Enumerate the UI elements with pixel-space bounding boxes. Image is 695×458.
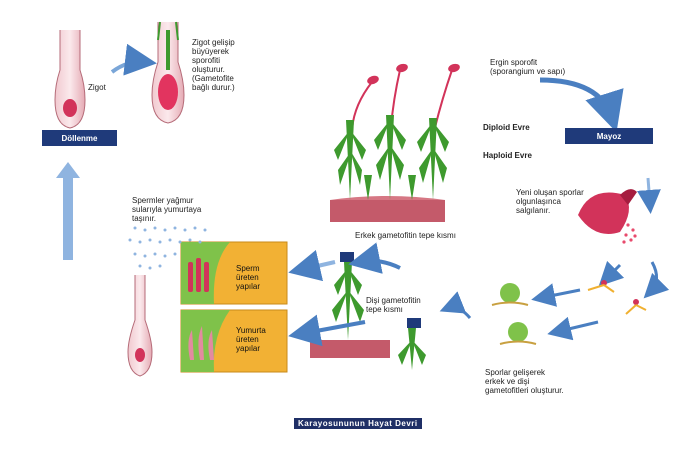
disi-gametofit-label: Dişi gametofitin tepe kısmı: [366, 296, 421, 314]
arrow-icon: [547, 316, 599, 341]
spore-icon: [587, 280, 647, 315]
archegonium-icon: [127, 275, 153, 377]
arrow-icon: [643, 261, 670, 299]
dollenme-label: Döllenme: [61, 133, 98, 143]
developing-sporophyte-icon: [151, 21, 185, 124]
yeni-olusan-label: Yeni oluşan sporlar olgunlaşınca salgıla…: [516, 188, 584, 215]
arrow-icon: [598, 260, 625, 287]
female-gametophyte-icon: [398, 291, 472, 370]
spore-capsule-icon: [578, 189, 637, 244]
dollenme-bar: [42, 130, 117, 146]
yumurta-ureten-label: Yumurta üreten yapılar: [236, 326, 266, 353]
protonema-icon: [491, 283, 537, 345]
erkek-gametofit-label: Erkek gametofitin tepe kısmı: [355, 231, 456, 240]
arrow-icon: [348, 242, 401, 274]
arrow-icon: [531, 283, 581, 307]
sporlar-gelisir-label: Sporlar gelişerek erkek ve dişi gametofi…: [485, 368, 564, 395]
arrow-icon: [288, 249, 336, 282]
archegonium-zygote-icon: [54, 30, 86, 129]
arrow-icon: [288, 314, 366, 347]
mayoz-label: Mayoz: [596, 131, 622, 141]
diploid-evre-label: Diploid Evre: [483, 123, 530, 132]
haploid-evre-label: Haploid Evre: [483, 151, 532, 160]
raindrop-icon: [128, 226, 207, 270]
arrow-icon: [539, 77, 624, 133]
sperm-producing-panel: [180, 241, 288, 305]
spermler-label: Spermler yağmur sularıyla yumurtaya taşı…: [132, 196, 202, 223]
diagram-caption: Karayosununun Hayat Devri: [294, 418, 422, 429]
egg-producing-panel: [180, 309, 288, 373]
zigot-gelisip-label: Zigot gelişip büyüyerek sporofiti oluştu…: [192, 38, 235, 92]
sperm-ureten-label: Sperm üreten yapılar: [236, 264, 261, 291]
mayoz-bar: [565, 128, 653, 144]
gametophyte-plant-icon: [310, 252, 390, 358]
zigot-label: Zigot: [88, 83, 106, 92]
moss-sporophyte-cluster-icon: [330, 63, 460, 222]
ergin-sporofit-label: Ergin sporofit (sporangium ve sapı): [490, 58, 566, 76]
arrow-icon: [110, 43, 157, 76]
